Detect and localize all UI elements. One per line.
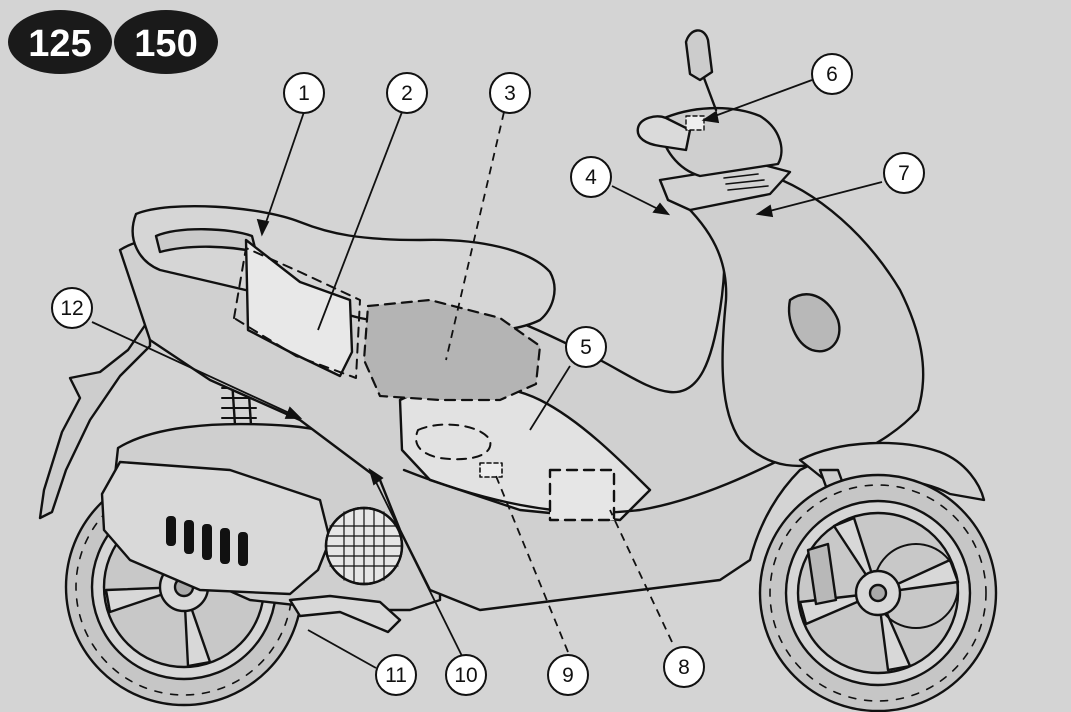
- leader-6-arrow: [701, 110, 720, 124]
- callout-1: 1: [283, 72, 325, 114]
- callout-11: 11: [375, 654, 417, 696]
- leader-10-arrow: [368, 467, 384, 486]
- badge-125: 125: [8, 10, 112, 74]
- svg-text:8: 8: [678, 656, 690, 679]
- leader-6: [703, 79, 813, 121]
- mirror-stem: [702, 76, 718, 112]
- callout-3: 3: [489, 72, 531, 114]
- leader-8: [609, 509, 673, 643]
- brake-caliper: [806, 542, 838, 606]
- rear-view-mirror: [684, 29, 714, 82]
- ignition-detail: [685, 115, 705, 131]
- badge-150: 150: [114, 10, 218, 74]
- svg-text:5: 5: [580, 336, 592, 359]
- callout-12: 12: [51, 287, 93, 329]
- battery-compartment: [548, 468, 616, 522]
- fuel-tank: [362, 298, 542, 402]
- scooter-illustration: [38, 29, 998, 712]
- callout-8: 8: [663, 646, 705, 688]
- svg-text:10: 10: [454, 664, 477, 687]
- exhaust-muffler: [100, 460, 332, 596]
- leader-1-arrow: [256, 218, 270, 237]
- underseat-compartment: [244, 238, 354, 378]
- underseat-compartment-outline: [233, 247, 361, 379]
- callout-markers: 1 2 3 4 5 6 7 8: [51, 53, 925, 696]
- svg-text:3: 3: [504, 82, 516, 105]
- svg-text:4: 4: [585, 166, 597, 189]
- callout-9: 9: [547, 654, 589, 696]
- leader-2: [317, 111, 403, 331]
- leader-3: [445, 111, 505, 361]
- callout-2: 2: [386, 72, 428, 114]
- leader-5: [529, 365, 571, 431]
- svg-text:12: 12: [60, 297, 83, 320]
- leader-12-arrow: [284, 406, 303, 419]
- svg-text:125: 125: [28, 23, 91, 65]
- cooling-grille: [324, 506, 404, 586]
- leader-4-arrow: [652, 202, 671, 216]
- callout-10: 10: [445, 654, 487, 696]
- floorboard-edge: [402, 448, 802, 514]
- callout-4: 4: [570, 156, 612, 198]
- svg-text:6: 6: [826, 63, 838, 86]
- leader-9: [495, 475, 569, 653]
- svg-text:9: 9: [562, 664, 574, 687]
- center-stand: [288, 594, 402, 634]
- leader-10: [369, 469, 463, 657]
- callout-5: 5: [565, 326, 607, 368]
- leader-12: [91, 321, 301, 419]
- exhaust-slots: [166, 516, 248, 566]
- leader-7-arrow: [755, 204, 774, 218]
- svg-text:150: 150: [134, 23, 197, 65]
- callout-6: 6: [811, 53, 853, 95]
- front-wheel: [758, 473, 998, 712]
- leader-lines: [91, 79, 883, 669]
- callout-7: 7: [883, 152, 925, 194]
- headlight-recess: [787, 293, 841, 353]
- svg-text:7: 7: [898, 162, 910, 185]
- leader-7: [757, 181, 883, 215]
- label-plate-9: [479, 462, 503, 478]
- handlebar-grip: [636, 115, 692, 152]
- leader-1: [261, 111, 305, 235]
- svg-text:11: 11: [385, 664, 407, 687]
- inner-panel-outline: [415, 423, 492, 461]
- svg-text:2: 2: [401, 82, 413, 105]
- rear-mudguard: [38, 316, 152, 520]
- engine-size-badges: 125 150: [8, 10, 218, 74]
- leader-11: [307, 629, 377, 669]
- svg-text:1: 1: [298, 82, 310, 105]
